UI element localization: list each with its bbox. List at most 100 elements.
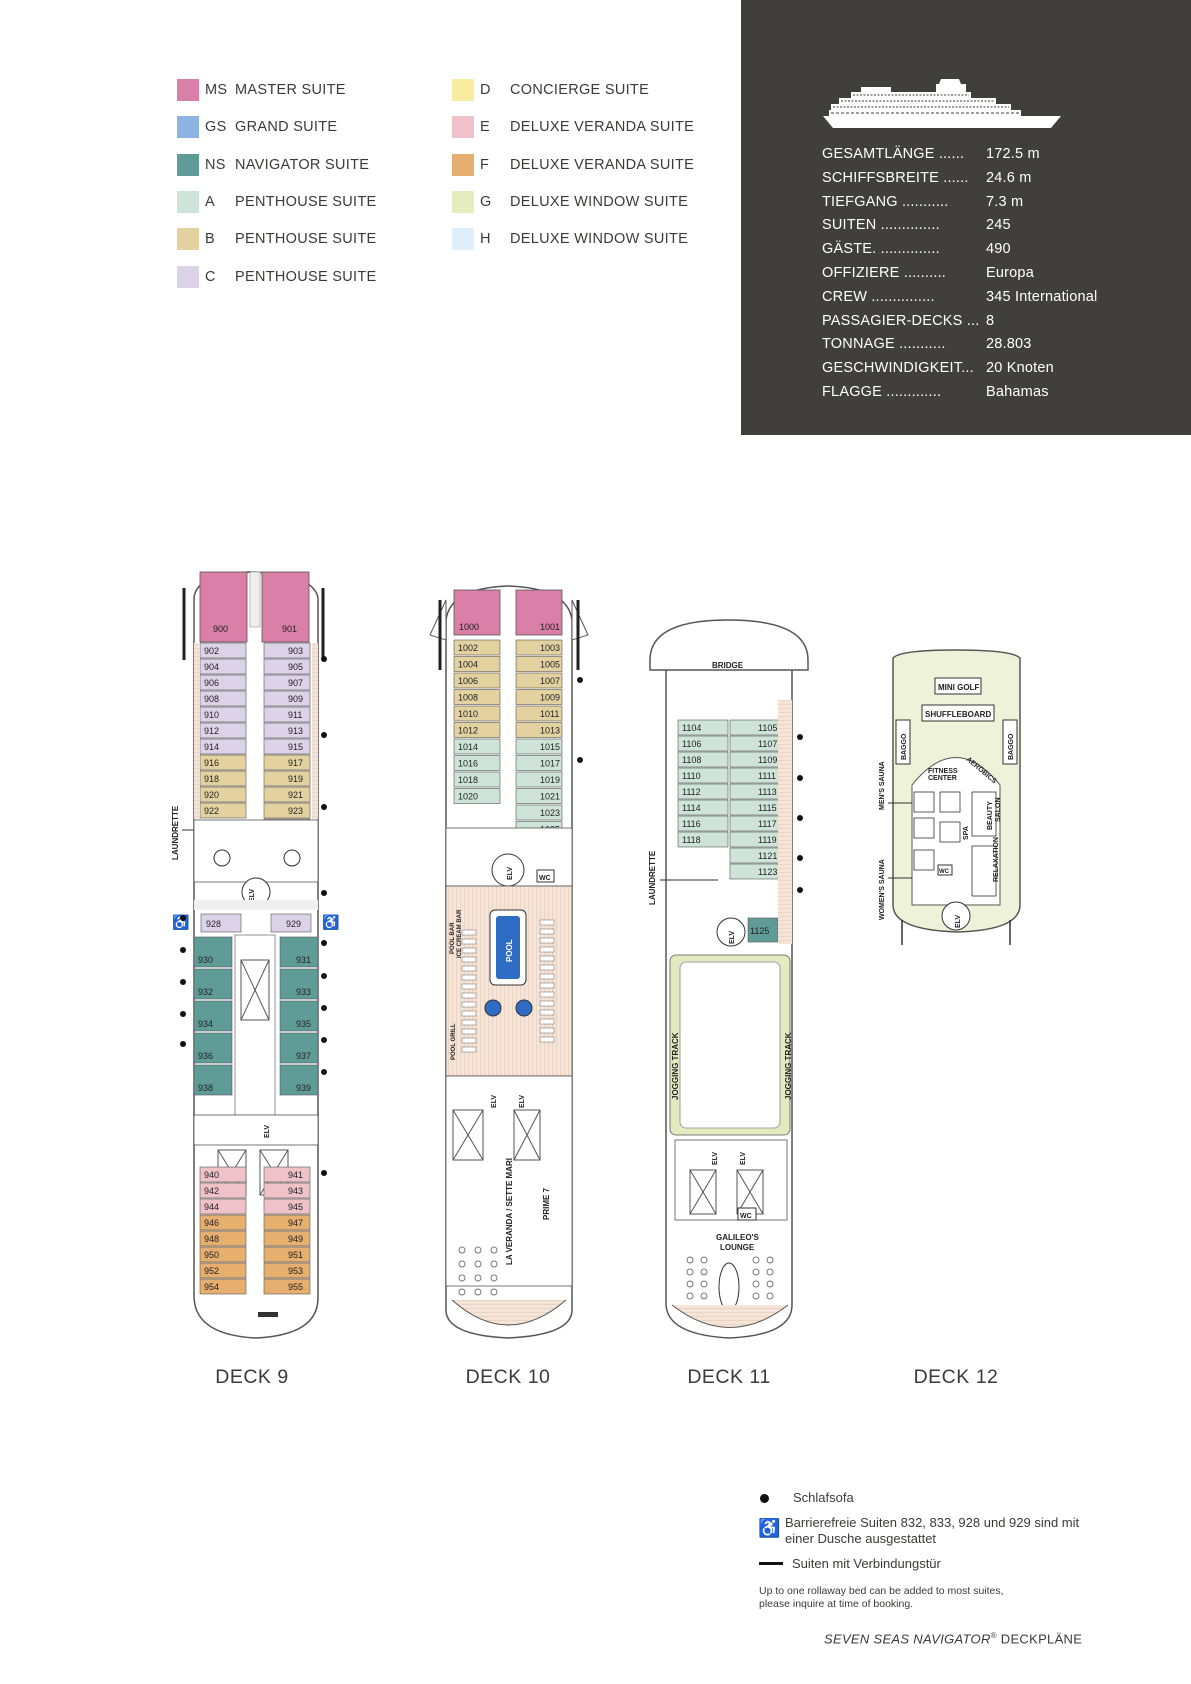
legend-label: CONCIERGE SUITE (510, 82, 650, 98)
connecting-door-note: Suiten mit Verbindungstür (792, 1556, 941, 1571)
suite-number-944: 944 (204, 1202, 219, 1212)
suite-946 (199, 1214, 247, 1231)
sofa-bed-dot (321, 1005, 327, 1011)
suite-940 (199, 1166, 247, 1183)
table (752, 1256, 760, 1264)
suite-number-1011: 1011 (540, 709, 559, 719)
sofa-bed-note: Schlafsofa (793, 1490, 854, 1505)
suite-number-1018: 1018 (458, 775, 478, 785)
legend-swatch (177, 228, 199, 251)
suite-number-931: 931 (296, 955, 311, 965)
suite-1104 (677, 719, 729, 736)
suite-number-916: 916 (204, 758, 219, 768)
ship-silhouette-icon (823, 79, 1061, 128)
table (752, 1268, 760, 1276)
spec-row: SCHIFFSBREITE ......24.6 m (822, 170, 1032, 186)
jogging-track-label: JOGGING TRACK (671, 1032, 680, 1100)
deck-chair (461, 1001, 477, 1008)
suite-1001: 1001 (540, 622, 560, 632)
suite-1015 (515, 738, 563, 755)
deck10-elv-label-2: ELV (491, 1095, 498, 1108)
suite-944 (199, 1198, 247, 1215)
deck11-elv-label-2: ELV (712, 1152, 719, 1165)
suite-number-950: 950 (204, 1250, 219, 1260)
legend-swatch (177, 190, 199, 213)
suite-number-918: 918 (204, 774, 219, 784)
deck-chair (461, 983, 477, 990)
suite-number-937: 937 (296, 1051, 311, 1061)
suite-number-1114: 1114 (682, 803, 701, 813)
accessible-icon: ♿ (322, 914, 339, 931)
sofa-bed-dot (180, 1011, 186, 1017)
legend-code: NS (205, 156, 226, 173)
shuffleboard-label: SHUFFLEBOARD (925, 710, 991, 719)
sofa-bed-icon (760, 1494, 769, 1503)
suite-930 (193, 936, 233, 968)
legend-label: MASTER SUITE (235, 82, 346, 98)
suite-number-1105: 1105 (758, 723, 777, 733)
legend-code: C (205, 268, 216, 285)
footer-suffix: DECKPLÄNE (996, 1631, 1083, 1647)
suite-number-1012: 1012 (458, 726, 478, 736)
pool-label: POOL (505, 939, 514, 962)
suite-1013 (515, 722, 563, 738)
legend-code: MS (205, 82, 228, 98)
deck-12-title: DECK 12 (913, 1366, 999, 1388)
suite-number-915: 915 (288, 742, 303, 752)
suite-number-952: 952 (204, 1266, 219, 1276)
suite-number-1123: 1123 (758, 867, 777, 877)
suite-903 (263, 642, 311, 659)
deck-chair (539, 1009, 555, 1016)
sofa-bed-dot (797, 887, 803, 893)
suite-number-903: 903 (288, 646, 303, 656)
table (490, 1288, 498, 1296)
pool-bar-label: POOL BAR (450, 922, 456, 954)
suite-number-1009: 1009 (540, 693, 560, 703)
suite-number-1008: 1008 (458, 693, 478, 703)
suite-number-930: 930 (198, 955, 213, 965)
spec-label: CREW ............... (822, 288, 935, 305)
spec-row: CREW ...............345 International (822, 289, 1097, 305)
deck-chair (461, 1019, 477, 1026)
legend-code: H (480, 231, 491, 248)
spec-row: TONNAGE ...........28.803 (822, 336, 1032, 352)
sofa-bed-dot (797, 815, 803, 821)
suite-1114 (677, 799, 729, 816)
suite-number-905: 905 (288, 662, 303, 672)
suite-915 (263, 738, 311, 755)
suite-942 (199, 1182, 247, 1199)
deck-chair (539, 964, 555, 971)
suite-950 (199, 1246, 247, 1263)
spec-row: OFFIZIERE ..........Europa (822, 265, 1034, 281)
suite-number-935: 935 (296, 1019, 311, 1029)
spec-value: 20 Knoten (986, 360, 1054, 377)
sofa-bed-dot (180, 979, 186, 985)
deck-chair (539, 991, 555, 998)
suite-923 (263, 802, 311, 819)
deck11-laundrette-label: LAUNDRETTE (648, 850, 657, 905)
spec-label: TIEFGANG ........... (822, 193, 949, 210)
deck-9-title: DECK 9 (215, 1366, 289, 1388)
spec-value: Bahamas (986, 384, 1049, 400)
legend-swatch (177, 79, 199, 101)
fitness-center-label: FITNESS (928, 768, 958, 775)
sofa-bed-dot (321, 656, 327, 662)
legend-label: GRAND SUITE (235, 119, 338, 136)
suite-945 (263, 1198, 311, 1215)
spec-label: TONNAGE ........... (822, 336, 946, 353)
suite-number-951: 951 (288, 1250, 303, 1260)
legend-label: DELUXE WINDOW SUITE (510, 231, 689, 248)
rollaway-note-line-2: please inquire at time of booking. (759, 1598, 914, 1610)
suite-number-939: 939 (296, 1083, 311, 1093)
spec-value: 7.3 m (986, 193, 1024, 210)
table (700, 1268, 708, 1276)
table (686, 1256, 694, 1264)
deck9-elv-label: ELV (249, 889, 256, 902)
suite-number-908: 908 (204, 694, 219, 704)
accessible-icon: ♿ (758, 1518, 781, 1538)
suite-936 (193, 1032, 233, 1064)
